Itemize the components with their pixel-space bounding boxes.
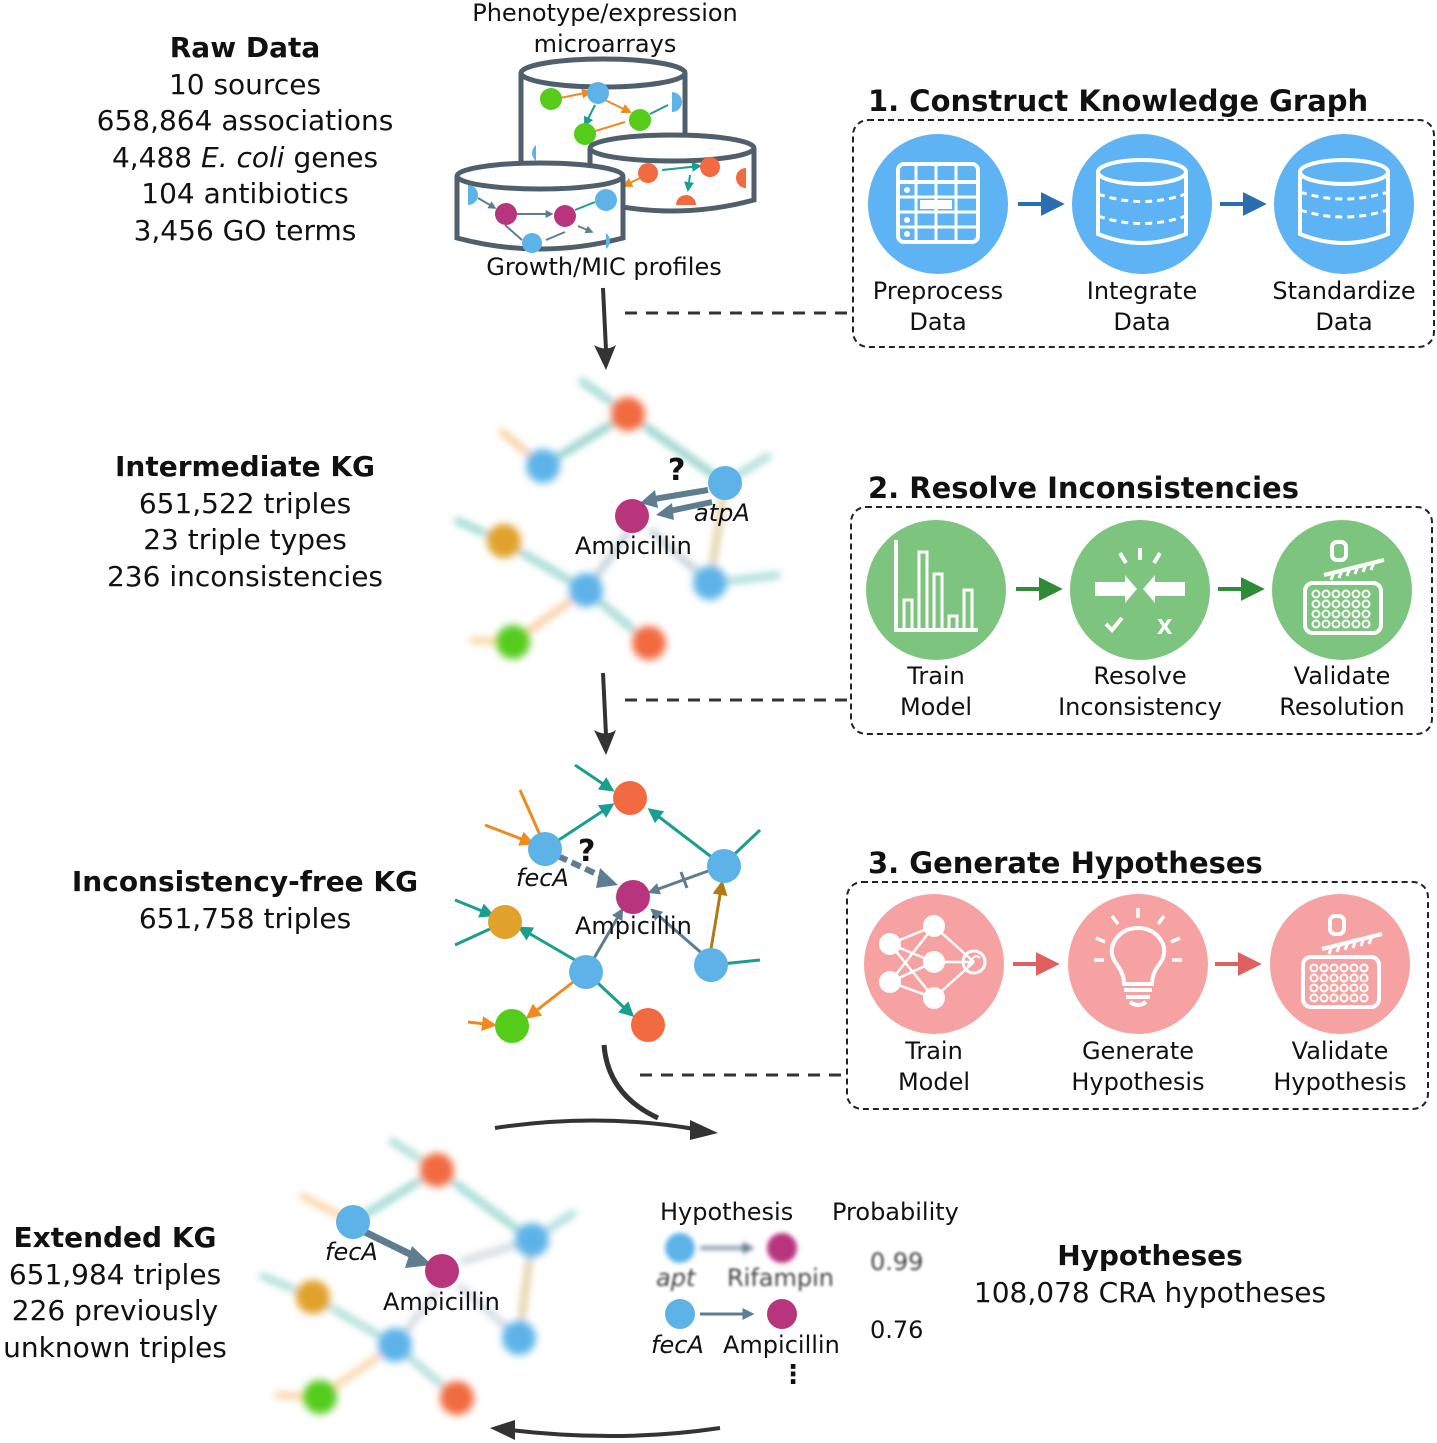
hypotheses-count: 108,078 CRA hypotheses	[973, 1275, 1327, 1309]
intermediate-kg-heading: Intermediate KG	[114, 450, 376, 483]
intermediate-kg-graph	[454, 377, 781, 660]
consistent-kg-triples: 651,758 triples	[138, 901, 352, 935]
database-cylinders	[454, 56, 757, 253]
raw-data-go-terms: 3,456 GO terms	[133, 213, 357, 247]
question-mark-2: ?	[578, 834, 596, 869]
hypotheses-stats: Hypotheses 108,078 CRA hypotheses	[950, 1238, 1350, 1311]
growth-profiles-label: Growth/MIC profiles	[486, 253, 722, 281]
raw-data-genes: 4,488 E. coli genes	[111, 140, 379, 174]
svg-text:X: X	[1157, 615, 1173, 639]
hypothesis-column-header: Hypothesis	[660, 1198, 794, 1226]
raw-data-antibiotics: 104 antibiotics	[141, 177, 349, 210]
ampicillin-label-2: Ampicillin	[575, 912, 692, 940]
database-icon	[1096, 158, 1188, 245]
extended-kg-heading: Extended KG	[13, 1221, 217, 1254]
hypothesis-1-drug: Rifampin	[727, 1264, 834, 1292]
database-icon	[1298, 158, 1390, 245]
step1-circle-3	[1274, 134, 1414, 274]
growth-database-icon	[454, 160, 626, 253]
hypotheses-heading: Hypotheses	[1057, 1239, 1243, 1272]
raw-data-sources: 10 sources	[168, 67, 322, 101]
step3-title: 3. Generate Hypotheses	[868, 846, 1263, 880]
ampicillin-label-3: Ampicillin	[383, 1288, 500, 1316]
hypothesis-2-gene: fecA	[651, 1331, 704, 1359]
step1-circle-1	[868, 134, 1008, 274]
extended-kg-stats: Extended KG 651,984 triples 226 previous…	[0, 1220, 235, 1366]
ampicillin-label-1: Ampicillin	[575, 532, 692, 560]
microarray-label: Phenotype/expression microarrays	[472, 0, 738, 58]
step1-title: 1. Construct Knowledge Graph	[868, 84, 1369, 118]
neural-network-icon	[879, 915, 987, 1009]
hypothesis-1-probability: 0.99	[870, 1248, 924, 1276]
table-icon	[896, 162, 980, 244]
extended-kg-new-1: 226 previously	[11, 1294, 219, 1327]
intermediate-kg-triples: 651,522 triples	[138, 486, 352, 520]
step3-circle-1	[864, 894, 1004, 1034]
step1-box	[852, 119, 1435, 348]
question-mark-1: ?	[668, 453, 686, 488]
step1-circle-2	[1072, 134, 1212, 274]
bar-chart-icon	[894, 540, 978, 632]
step3-circle-2	[1068, 894, 1208, 1034]
extended-kg-triples: 651,984 triples	[8, 1257, 222, 1291]
consistent-kg-heading: Inconsistency-free KG	[71, 865, 419, 898]
atpA-label: atpA	[694, 499, 750, 527]
step2-circle-1	[866, 520, 1006, 660]
hypothesis-table-graphics	[665, 1233, 797, 1329]
intermediate-kg-inconsistencies: 236 inconsistencies	[106, 559, 384, 593]
step3-box	[846, 881, 1429, 1110]
step3-circle-3	[1270, 894, 1410, 1034]
hypothesis-1-gene: apt	[656, 1264, 696, 1292]
consistent-kg-graph	[454, 763, 762, 1043]
intermediate-kg-types: 23 triple types	[143, 523, 347, 556]
raw-data-associations: 658,864 associations	[96, 104, 394, 137]
well-plate-icon	[1303, 540, 1385, 635]
step2-circle-2: X	[1070, 520, 1210, 660]
consistent-kg-stats: Inconsistency-free KG 651,758 triples	[40, 864, 450, 937]
step-arrows	[1013, 192, 1267, 976]
mic-database-icon	[587, 132, 757, 214]
hypothesis-2-drug: Ampicillin	[723, 1331, 840, 1359]
resolve-icon: X	[1095, 548, 1185, 639]
lightbulb-icon	[1094, 908, 1182, 1007]
step2-title: 2. Resolve Inconsistencies	[868, 471, 1299, 505]
step2-box	[850, 506, 1433, 735]
raw-data-heading: Raw Data	[169, 31, 321, 64]
intermediate-kg-stats: Intermediate KG 651,522 triples 23 tripl…	[70, 449, 420, 595]
well-plate-icon	[1301, 914, 1383, 1009]
table-ellipsis: ⋮	[780, 1360, 806, 1390]
fecA-label-2: fecA	[325, 1238, 378, 1266]
probability-column-header: Probability	[832, 1198, 959, 1226]
step2-circle-3	[1272, 520, 1412, 660]
fecA-label-1: fecA	[516, 864, 569, 892]
extended-kg-graph	[259, 1137, 577, 1415]
flow-arrows	[490, 287, 850, 1440]
extended-kg-new-2: unknown triples	[3, 1330, 227, 1364]
raw-data-stats: Raw Data 10 sources 658,864 associations…	[70, 30, 420, 249]
hypothesis-2-probability: 0.76	[870, 1316, 924, 1344]
